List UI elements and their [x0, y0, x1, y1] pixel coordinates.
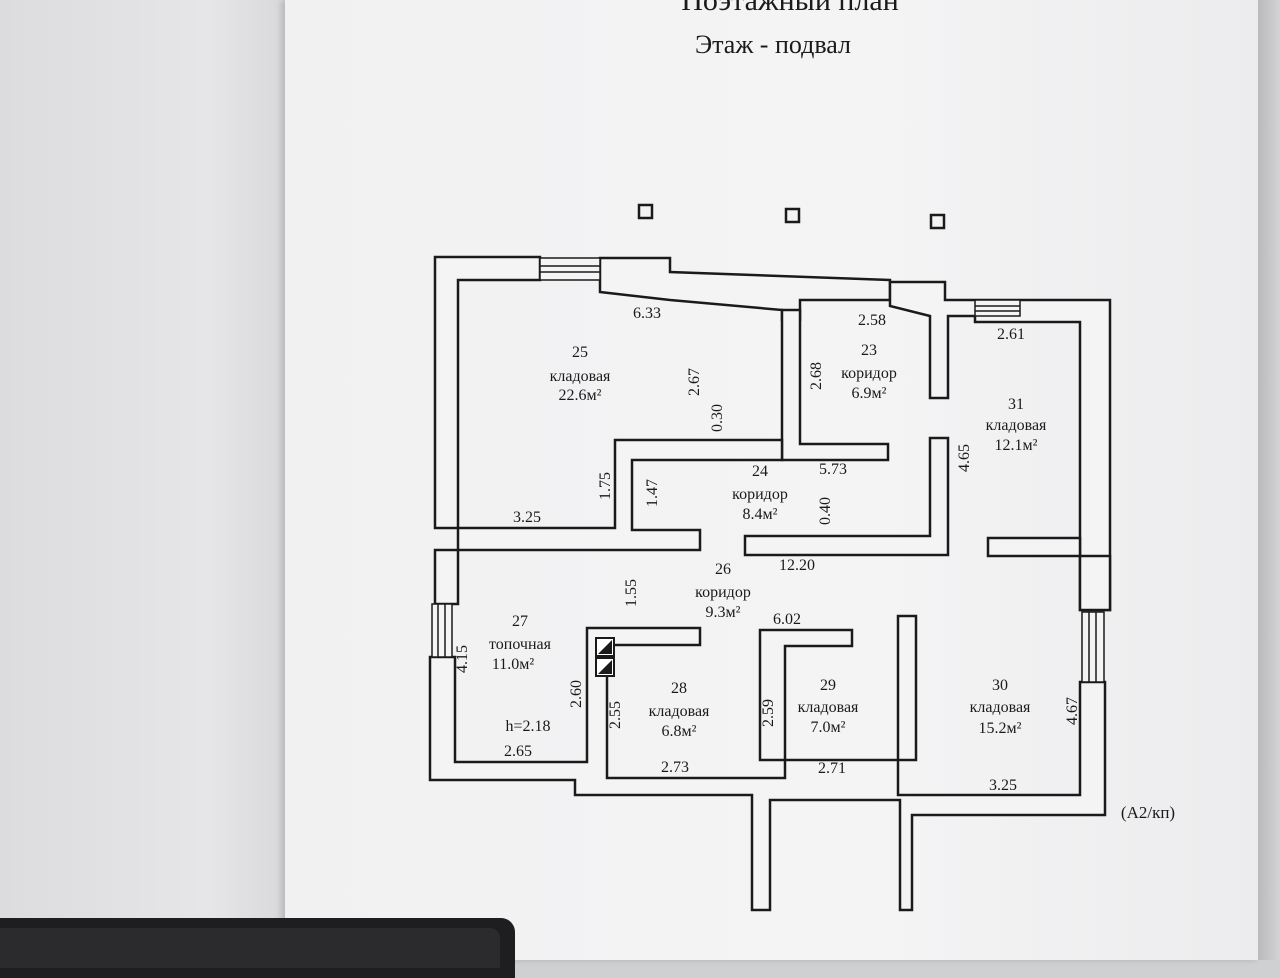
- dimension-labels: 6.33 2.58 2.61 2.67 0.30 2.68 4.65 1.75 …: [454, 305, 1081, 794]
- room-number: 23: [861, 342, 877, 359]
- room-area: 11.0м²: [492, 656, 535, 673]
- dimension: 12.20: [779, 557, 815, 574]
- room-area: 6.8м²: [662, 723, 697, 740]
- room-name: коридор: [695, 584, 751, 601]
- dimension: 1.47: [644, 479, 661, 507]
- room-number: 25: [572, 344, 588, 361]
- dimension: 2.71: [818, 760, 846, 777]
- boiler-symbols: [595, 637, 615, 677]
- room-number: 30: [992, 677, 1008, 694]
- dimension: 2.67: [686, 368, 703, 396]
- room-number: 31: [1008, 396, 1024, 413]
- dimension: 2.55: [607, 701, 624, 729]
- wall-right-stub: [986, 536, 1082, 558]
- dimension: 2.58: [858, 312, 886, 329]
- room-area: 22.6м²: [559, 387, 602, 404]
- tablet-bezel: [0, 928, 500, 968]
- dimension: 2.65: [504, 743, 532, 760]
- room-area: 9.3м²: [706, 604, 741, 621]
- wall-left-upper: [433, 255, 542, 530]
- dimension: 4.67: [1064, 697, 1081, 725]
- dimension: 6.33: [633, 305, 661, 322]
- ceiling-height: h=2.18: [505, 718, 550, 735]
- room-name: коридор: [732, 486, 788, 503]
- dimension: 2.68: [808, 362, 825, 390]
- dimension: 5.73: [819, 461, 847, 478]
- room-number: 29: [820, 677, 836, 694]
- sheet-code: (А2/кп): [1121, 803, 1175, 822]
- background-surface: [0, 0, 300, 960]
- dimension: 4.65: [956, 444, 973, 472]
- room-name: коридор: [841, 365, 897, 382]
- room-area: 12.1м²: [995, 437, 1038, 454]
- dimension: 3.25: [989, 777, 1017, 794]
- dimension: 2.73: [661, 759, 689, 776]
- room-name: кладовая: [798, 699, 859, 716]
- dimension: 1.55: [623, 579, 640, 607]
- room-area: 8.4м²: [743, 506, 778, 523]
- room-area: 15.2м²: [979, 720, 1022, 737]
- room-area: 6.9м²: [852, 385, 887, 402]
- room-number: 27: [512, 613, 528, 630]
- dimension: 2.59: [760, 699, 777, 727]
- wall-left-mid: [433, 548, 460, 606]
- sheet-edge: [1258, 0, 1280, 960]
- wall-room25-bottom: [456, 438, 784, 552]
- wall-room24-bottom: [743, 436, 950, 557]
- room-name: кладовая: [970, 699, 1031, 716]
- dimension: 1.75: [597, 472, 614, 500]
- room-name: кладовая: [986, 417, 1047, 434]
- walls: [428, 255, 1112, 912]
- dimension: 6.02: [773, 611, 801, 628]
- room-number: 28: [671, 680, 687, 697]
- dimension: 0.30: [709, 404, 726, 432]
- column-markers: [637, 203, 946, 230]
- dimension: 2.61: [997, 326, 1025, 343]
- wall-lower: [428, 614, 1107, 912]
- room-number: 24: [752, 463, 768, 480]
- wall-right-mid: [1078, 554, 1112, 612]
- floor-label: Этаж - подвал: [695, 30, 851, 59]
- room-name: кладовая: [649, 703, 710, 720]
- room-name: кладовая: [550, 368, 611, 385]
- dimension: 3.25: [513, 509, 541, 526]
- room-labels: 25 кладовая 22.6м² 23 коридор 6.9м² 31 к…: [489, 342, 1047, 740]
- plan-title: Поэтажный план: [681, 0, 899, 17]
- room-name: топочная: [489, 636, 552, 653]
- room-number: 26: [715, 561, 731, 578]
- dimension: 4.15: [454, 645, 471, 673]
- windows: [431, 257, 1105, 683]
- dimension: 2.60: [568, 680, 585, 708]
- dimension: 0.40: [817, 497, 834, 525]
- room-area: 7.0м²: [811, 719, 846, 736]
